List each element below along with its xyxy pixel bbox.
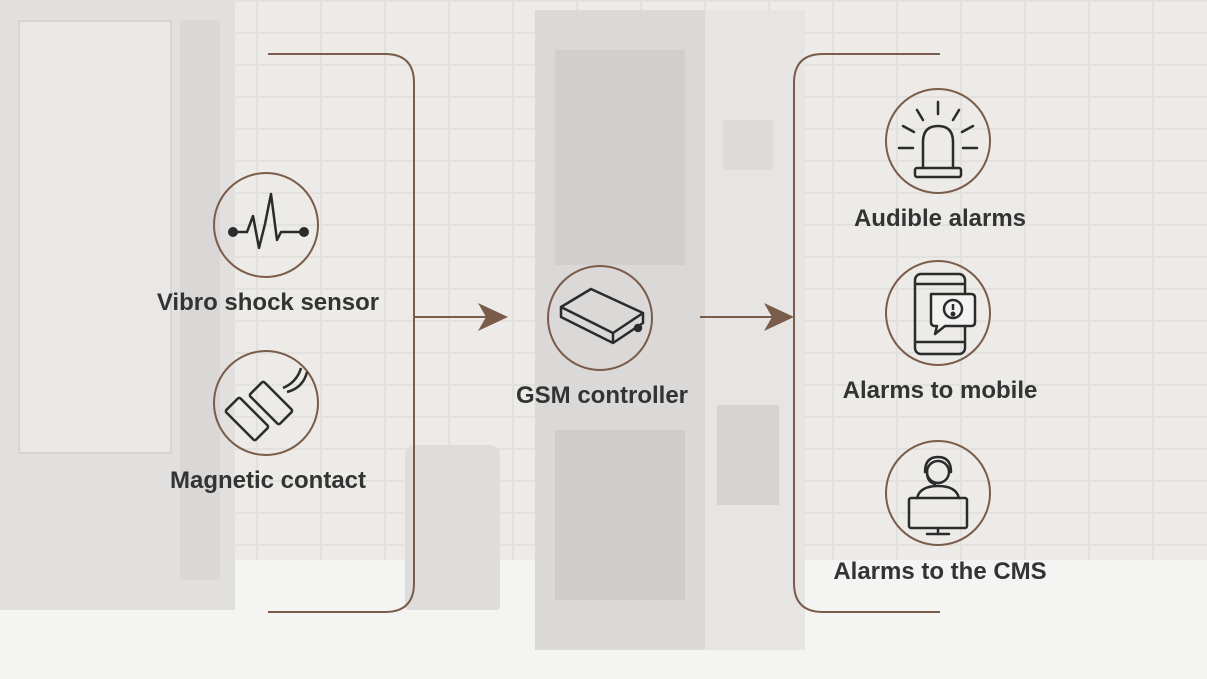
right-bracket xyxy=(793,53,940,613)
coffee-machine-panel xyxy=(705,10,805,650)
coffee-beans-picture xyxy=(555,430,685,600)
mobile-alert-icon xyxy=(913,272,977,356)
magnetic-contact-circle xyxy=(213,350,319,456)
audible-alarms-circle xyxy=(885,88,991,194)
left-bracket xyxy=(268,53,415,613)
machine-panel xyxy=(180,20,220,580)
alarms-cms-circle xyxy=(885,440,991,546)
keypad xyxy=(723,120,773,170)
siren-icon xyxy=(897,100,979,179)
audible-alarms-label: Audible alarms xyxy=(853,205,1027,232)
gsm-device-icon xyxy=(559,287,645,345)
magnetic-contact-icon xyxy=(224,367,309,442)
alarms-cms-label: Alarms to the CMS xyxy=(833,558,1047,585)
arrow-to-controller-head xyxy=(478,303,508,331)
vibro-sensor-circle xyxy=(213,172,319,278)
vending-machine-left xyxy=(0,0,235,610)
alarms-mobile-circle xyxy=(885,260,991,366)
info-card xyxy=(717,405,779,505)
arrow-to-outputs-head xyxy=(764,303,794,331)
machine-glass xyxy=(18,20,172,454)
coffee-cup-picture xyxy=(555,50,685,265)
gsm-controller-circle xyxy=(547,265,653,371)
trash-bin xyxy=(405,445,500,610)
alarms-mobile-label: Alarms to mobile xyxy=(842,377,1038,404)
vibro-sensor-label: Vibro shock sensor xyxy=(156,289,380,316)
pulse-icon xyxy=(228,192,309,250)
magnetic-contact-label: Magnetic contact xyxy=(169,467,367,494)
operator-icon xyxy=(907,455,969,536)
gsm-controller-label: GSM controller xyxy=(515,382,689,409)
